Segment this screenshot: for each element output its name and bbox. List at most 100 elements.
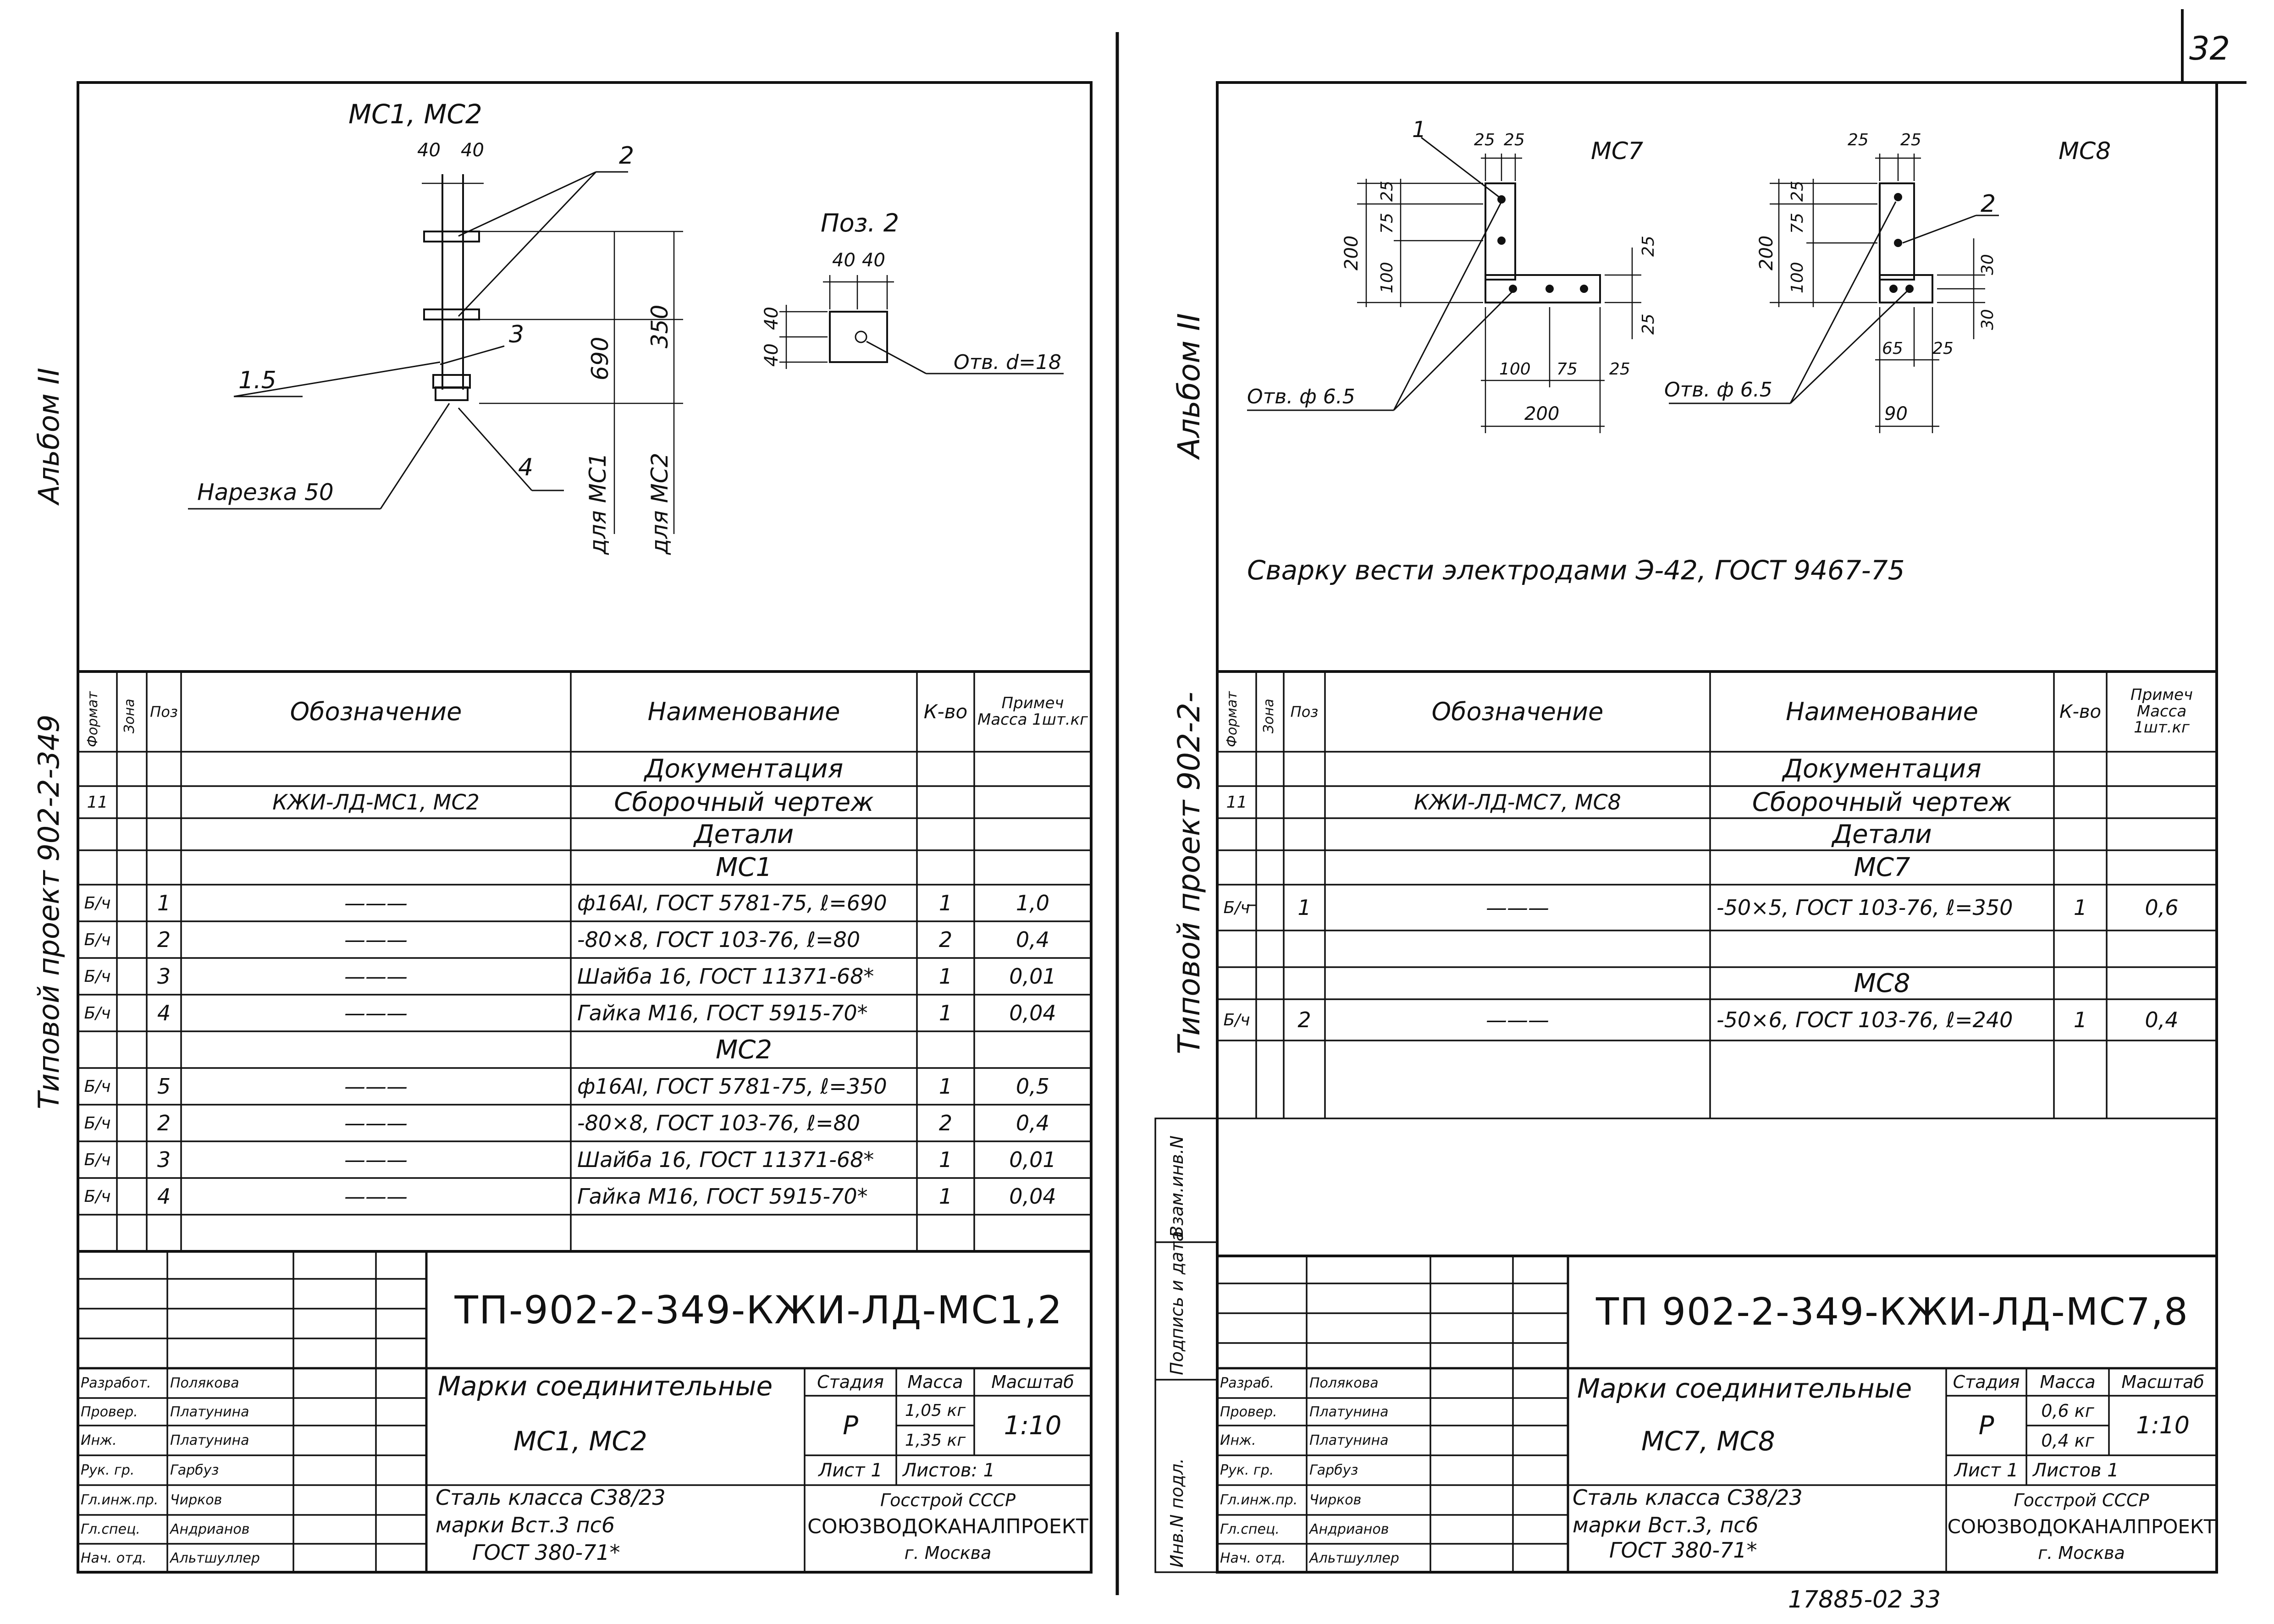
signer-role: Инж. (1220, 1432, 1256, 1448)
mc8-dim-25d: 25 (1932, 339, 1954, 358)
signer-name: Гарбуз (170, 1462, 219, 1478)
signer-role: Нач. отд. (81, 1550, 147, 1566)
right-material-3: ГОСТ 380-71* (1609, 1538, 1757, 1563)
left-scale-h: Масштаб (991, 1372, 1074, 1392)
pos2-dim-40-c: 40 (761, 307, 782, 330)
spec-cell-name: МС7 (1854, 853, 1910, 882)
r-hdr-zone: Зона (1261, 699, 1277, 733)
spec-cell-pos: 4 (157, 1184, 171, 1209)
mc7-dim-25e: 25 (1639, 314, 1658, 335)
spec-cell-qty: 1 (938, 1001, 953, 1025)
hdr-qty: К-во (923, 700, 968, 723)
left-title-1: Марки соединительные (438, 1371, 773, 1402)
spec-cell-fmt (1217, 967, 1256, 999)
mc7-dim-75b: 75 (1556, 360, 1578, 379)
label-3: 3 (509, 321, 524, 348)
signer-role: Разраб. (1220, 1375, 1274, 1391)
spec-cell-name: Гайка М16, ГОСТ 5915-70* (577, 1001, 868, 1025)
spec-cell-des: ——— (1486, 1007, 1549, 1032)
left-margin-project: Типовой проект 902-2-349 (32, 714, 66, 1109)
spec-cell-qty (917, 850, 974, 885)
spec-cell-pos (1284, 818, 1325, 850)
right-org-2: СОЮЗВОДОКАНАЛПРОЕКТ (1947, 1515, 2216, 1538)
spec-cell-fmt (78, 850, 117, 885)
right-material-1: Сталь класса С38/23 (1573, 1485, 1803, 1510)
spec-cell-des: ——— (344, 927, 408, 952)
signer-name: Чирков (170, 1492, 222, 1508)
right-mass-1: 0,6 кг (2041, 1400, 2094, 1421)
mc7-dim-25c: 25 (1378, 181, 1396, 202)
mc7-dim-100b: 100 (1499, 360, 1531, 379)
spec-cell-fmt: Б/ч (84, 1150, 111, 1169)
spec-cell-note (974, 786, 1091, 818)
hdr-pos: Поз (150, 703, 178, 721)
mc7-dim-75: 75 (1378, 213, 1396, 234)
spec-cell-fmt: Б/ч (84, 1003, 111, 1023)
right-mass-h: Масса (2040, 1372, 2096, 1392)
dim-40-b: 40 (461, 140, 484, 161)
stamp-signature-date: Подпись и дата (1167, 1231, 1187, 1375)
hole-label: Отв. d=18 (954, 351, 1061, 374)
mc8-title: МС8 (2059, 138, 2111, 165)
spec-cell-pos (1284, 786, 1325, 818)
spec-cell-des (1325, 818, 1710, 850)
mc7-title: МС7 (1591, 138, 1644, 165)
signer-name: Андрианов (1309, 1521, 1389, 1537)
spec-cell-note (2107, 752, 2217, 786)
spec-cell-name: ф16АI, ГОСТ 5781-75, ℓ=690 (577, 891, 887, 915)
spec-cell-pos (1284, 930, 1325, 967)
spec-cell-des (1325, 850, 1710, 885)
spec-cell-pos (147, 786, 181, 818)
left-org-1: Госстрой СССР (880, 1490, 1016, 1510)
spec-cell-fmt (1217, 818, 1256, 850)
r-hdr-qty: К-во (2059, 701, 2101, 722)
spec-cell-name: МС8 (1854, 968, 1910, 998)
r-hdr-name: Наименование (1786, 697, 1978, 726)
spec-cell-note (2107, 967, 2217, 999)
spec-cell-pos: 1 (157, 891, 171, 915)
signer-name: Полякова (170, 1375, 239, 1391)
spec-cell-note (2107, 850, 2217, 885)
spec-cell-qty (2054, 786, 2107, 818)
right-margin-album: Альбом II (1171, 313, 1207, 458)
pos2-dim-40-b: 40 (862, 250, 885, 271)
label-4: 4 (518, 454, 534, 481)
signer-role: Гл.инж.пр. (81, 1492, 159, 1508)
spec-cell-des: ——— (344, 891, 408, 915)
spec-cell-note (974, 1031, 1091, 1068)
spec-cell-name: -80×8, ГОСТ 103-76, ℓ=80 (577, 927, 861, 952)
right-sheet-no: Лист 1 (1954, 1459, 2019, 1481)
spec-cell-des: ——— (1486, 895, 1549, 920)
spec-cell-pos (1284, 850, 1325, 885)
dim-350: 350 (646, 304, 673, 348)
mc7-dim-200: 200 (1341, 235, 1362, 270)
right-doc-code: ТП 902-2-349-КЖИ-ЛД-МС7,8 (1596, 1290, 2189, 1334)
label-thread: Нарезка 50 (197, 479, 334, 506)
dim-40-a: 40 (417, 140, 441, 161)
mc8-dim-65: 65 (1882, 339, 1903, 358)
pos2-dim-40-d: 40 (761, 343, 782, 367)
spec-cell-fmt (78, 1031, 117, 1068)
right-scale: 1:10 (2136, 1412, 2190, 1439)
spec-cell-note: 0,4 (1016, 927, 1050, 952)
left-material-2: марки Вст.3 пс6 (436, 1513, 615, 1537)
spec-cell-note (974, 850, 1091, 885)
spec-cell-des: КЖИ-ЛД-МС7, МС8 (1414, 790, 1621, 815)
signer-name: Платунина (170, 1432, 249, 1448)
spec-cell-qty: 1 (938, 1074, 953, 1099)
left-sheets-total: Листов: 1 (903, 1459, 995, 1481)
left-mass-1: 1,05 кг (905, 1401, 966, 1420)
mc8-dim-100: 100 (1788, 262, 1807, 293)
archive-number: 17885-02 33 (1788, 1586, 1941, 1613)
signer-name: Полякова (1309, 1375, 1379, 1391)
spec-cell-fmt: Б/ч (84, 893, 111, 913)
mc7-dim-200b: 200 (1524, 403, 1560, 424)
spec-cell-note: 0,04 (1009, 1001, 1056, 1025)
spec-cell-fmt: Б/ч (84, 1077, 111, 1096)
mc8-hole-label: Отв. ф 6.5 (1664, 378, 1772, 402)
spec-cell-des: ——— (344, 1111, 408, 1135)
spec-cell-fmt: 11 (87, 793, 108, 812)
spec-cell-note: 0,4 (2145, 1007, 2179, 1032)
r-hdr-format: Формат (1224, 691, 1240, 747)
spec-cell-pos: 2 (1297, 1007, 1311, 1032)
